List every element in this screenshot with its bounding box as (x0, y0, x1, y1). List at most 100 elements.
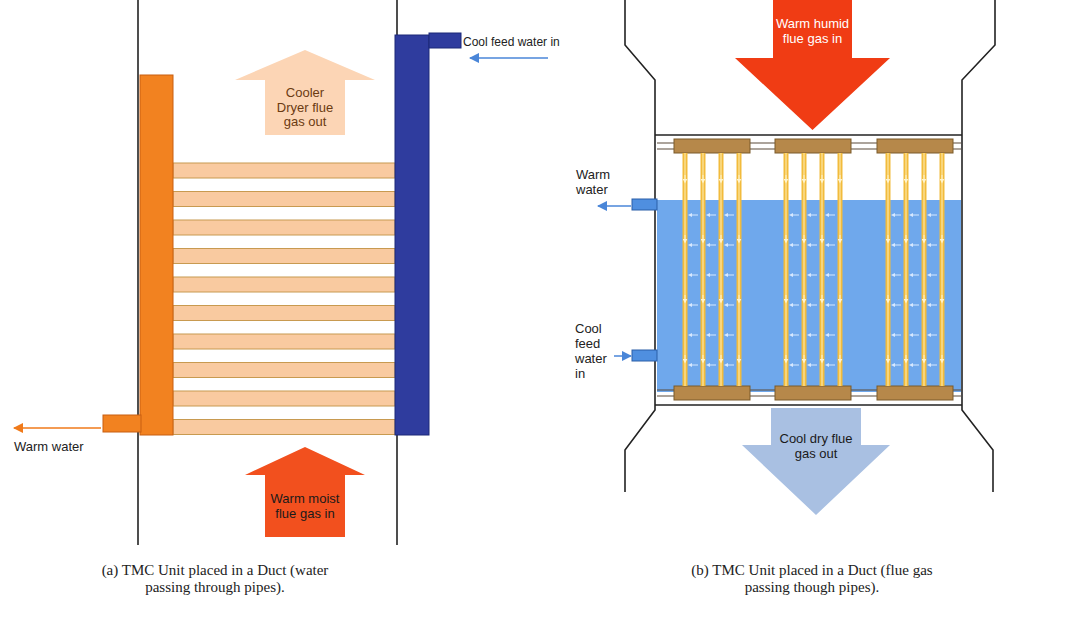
heat-arrow (726, 305, 734, 306)
flow-arrow (924, 235, 925, 241)
tube (173, 420, 395, 435)
flow-arrow (888, 235, 889, 241)
flow-arrow (721, 175, 722, 181)
heat-arrow (708, 275, 716, 276)
tube (173, 192, 395, 207)
tube (820, 153, 825, 386)
tube (784, 153, 789, 386)
heat-arrow (708, 365, 716, 366)
feed-arrow (614, 355, 631, 357)
tube (719, 153, 724, 386)
tube-bundles (674, 139, 953, 400)
flow-arrow (888, 355, 889, 361)
heat-arrow (893, 245, 901, 246)
tube (904, 153, 909, 386)
tube (173, 391, 395, 406)
tube (737, 153, 742, 386)
heat-arrow (893, 365, 901, 366)
flow-arrow (739, 175, 740, 181)
flow-arrow (942, 355, 943, 361)
flow-arrow (739, 295, 740, 301)
tube-flow (888, 153, 889, 386)
arrow-shape (742, 408, 890, 515)
heat-arrow (791, 305, 799, 306)
heat-arrow (690, 245, 698, 246)
heat-arrow (708, 335, 716, 336)
heat-arrow (690, 365, 698, 366)
flow-arrow (703, 355, 704, 361)
tube-flow (685, 153, 686, 386)
arrow-shape (735, 0, 890, 130)
heat-arrow (929, 275, 937, 276)
outlet-label: Warm water (14, 440, 84, 455)
heat-arrow (726, 215, 734, 216)
flow-label: Cooler Dryer flue gas out (269, 86, 341, 131)
heat-arrow (726, 275, 734, 276)
heat-arrow (791, 215, 799, 216)
tube-flow (840, 153, 841, 386)
flow-arrow (703, 175, 704, 181)
tube (886, 153, 891, 386)
flow-arrow (804, 355, 805, 361)
flow-arrow (685, 295, 686, 301)
tube-flow (822, 153, 823, 386)
heat-arrow (809, 215, 817, 216)
flow-arrow (786, 295, 787, 301)
feed-inlet-pipe (632, 350, 657, 361)
flow-arrow (786, 175, 787, 181)
heat-arrow (827, 215, 835, 216)
tube (802, 153, 807, 386)
heat-arrow (929, 335, 937, 336)
housing-wall (625, 0, 655, 492)
flow-arrow (804, 175, 805, 181)
tube (173, 277, 395, 292)
text-area: Cool dry flue gas out (742, 418, 890, 476)
flow-arrow (822, 295, 823, 301)
flow-arrow (906, 175, 907, 181)
outlet-arrow (598, 205, 631, 207)
outlet-arrow (14, 427, 101, 429)
flow-arrow (703, 295, 704, 301)
arrow-shape (742, 408, 890, 515)
heat-arrow (929, 215, 937, 216)
flow-arrow (924, 295, 925, 301)
heat-arrow (929, 305, 937, 306)
tube (173, 249, 395, 264)
heat-arrow (690, 305, 698, 306)
flow-arrow (685, 235, 686, 241)
housing-wall (962, 0, 995, 492)
heat-arrow (809, 275, 817, 276)
heat-arrow (929, 245, 937, 246)
flow-label: Cool dry flue gas out (774, 432, 858, 462)
inlet-label: Cool feed water in (463, 36, 560, 50)
flow-arrow (840, 295, 841, 301)
tube (940, 153, 945, 386)
warm-header (140, 75, 173, 435)
feed-arrow (470, 57, 548, 59)
heat-arrow (708, 305, 716, 306)
heat-arrow (893, 215, 901, 216)
tube (173, 363, 395, 378)
heat-arrow (893, 275, 901, 276)
inlet-stub (429, 33, 461, 48)
heat-arrow (827, 335, 835, 336)
flow-label: Warm humid flue gas in (775, 17, 851, 47)
flow-arrow (906, 355, 907, 361)
heat-arrow (726, 365, 734, 366)
heat-arrow (809, 245, 817, 246)
heat-arrow (911, 365, 919, 366)
tube (838, 153, 843, 386)
heat-arrow (791, 245, 799, 246)
flow-arrow (721, 355, 722, 361)
flow-arrow (840, 175, 841, 181)
heat-arrow (929, 365, 937, 366)
caption: (b) TMC Unit placed in a Duct (flue gas … (672, 562, 952, 597)
heat-arrow (726, 335, 734, 336)
flow-arrow (739, 355, 740, 361)
flow-arrow (685, 175, 686, 181)
tube-flow (786, 153, 787, 386)
flow-arrow (786, 235, 787, 241)
tube-header (674, 386, 750, 400)
flow-arrow (942, 295, 943, 301)
